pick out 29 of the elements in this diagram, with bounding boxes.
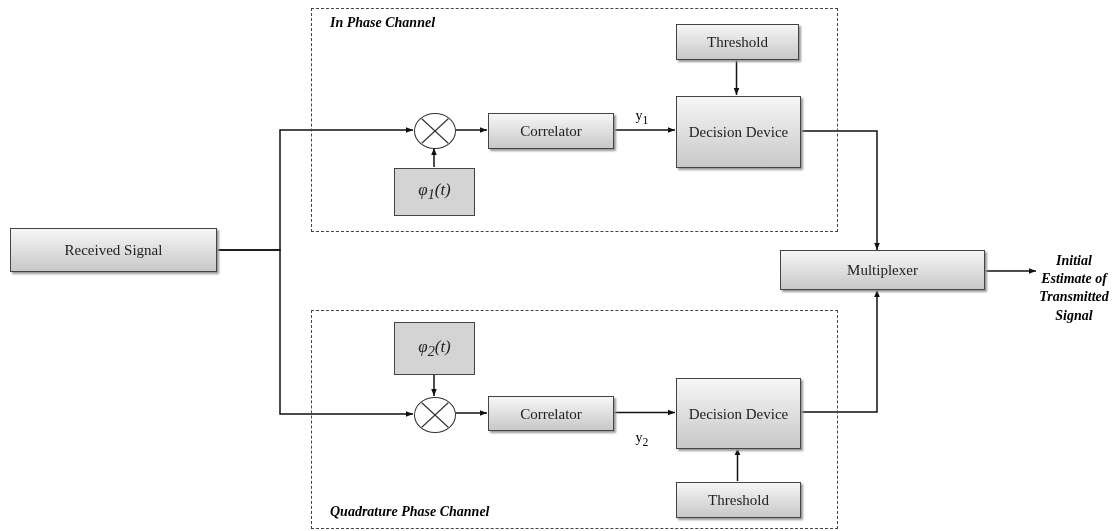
arrow — [733, 58, 740, 96]
channel-group — [311, 8, 838, 232]
arrow — [454, 127, 488, 133]
arrow — [984, 268, 1037, 274]
process-box: Received Signal — [10, 228, 217, 272]
process-box: Decision Device — [676, 96, 801, 168]
arrow — [799, 130, 880, 251]
basis-function-box: φ$_{2}$(t) — [394, 322, 475, 375]
multiplier-circle — [414, 113, 456, 149]
multiplier-circle — [414, 397, 456, 433]
arrow — [431, 147, 437, 168]
arrow — [612, 127, 676, 133]
arrow — [799, 289, 880, 413]
group-title: In Phase Channel — [330, 15, 436, 31]
process-box: Threshold — [676, 24, 799, 60]
arrow — [612, 409, 676, 416]
arrow — [216, 249, 414, 417]
arrow — [734, 447, 741, 482]
arrow — [454, 410, 488, 416]
process-box: Decision Device — [676, 378, 801, 449]
group-title: Quadrature Phase Channel — [330, 504, 490, 520]
process-box: Correlator — [488, 396, 614, 431]
process-box: Threshold — [676, 482, 801, 518]
process-box: Correlator — [488, 113, 614, 149]
channel-group — [311, 310, 838, 529]
basis-function-box: φ$_{1}$(t) — [394, 168, 475, 216]
arrow — [431, 373, 437, 397]
process-box: Multiplexer — [780, 250, 985, 290]
output-label: Initial Estimate of Transmitted Signal — [1036, 252, 1112, 326]
